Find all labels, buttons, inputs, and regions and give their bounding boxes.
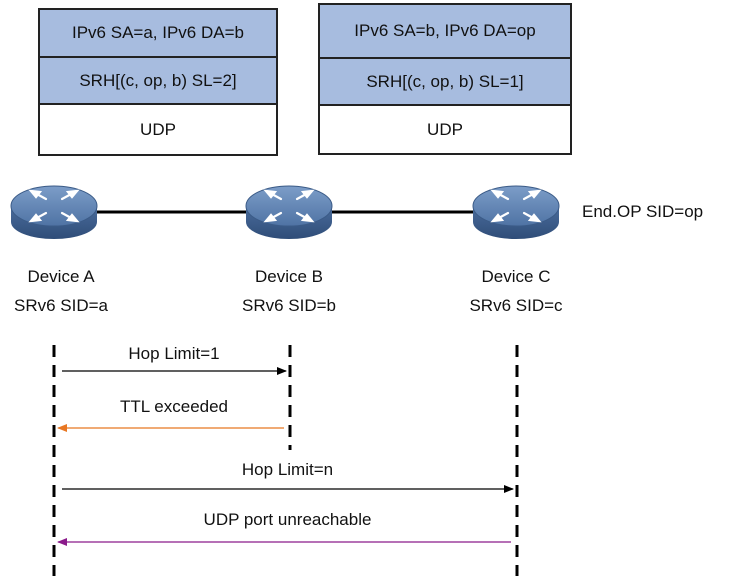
packet-stack-left: IPv6 SA=a, IPv6 DA=b SRH[(c, op, b) SL=2… <box>38 8 278 156</box>
router-icon-device-a <box>9 184 99 241</box>
device-b-sid: SRv6 SID=b <box>241 296 336 315</box>
end-op-sid-label: End.OP SID=op <box>582 202 704 221</box>
message-label-hop-limit-1: Hop Limit=1 <box>128 344 220 363</box>
device-b-name: Device B <box>254 267 324 286</box>
device-a-label: Device A SRv6 SID=a <box>0 266 146 317</box>
message-label-udp-unreachable: UDP port unreachable <box>203 510 372 529</box>
udp-header-left: UDP <box>40 105 276 154</box>
srh-header-left: SRH[(c, op, b) SL=2] <box>40 58 276 105</box>
message-label-ttl-exceeded: TTL exceeded <box>119 397 229 416</box>
device-c-label: Device C SRv6 SID=c <box>431 266 601 317</box>
device-c-name: Device C <box>481 267 551 286</box>
udp-header-right: UDP <box>320 106 570 153</box>
device-c-sid: SRv6 SID=c <box>469 296 563 315</box>
device-a-name: Device A <box>27 267 95 286</box>
router-icon-device-c <box>471 184 561 241</box>
device-b-label: Device B SRv6 SID=b <box>204 266 374 317</box>
device-a-sid: SRv6 SID=a <box>13 296 108 315</box>
message-label-hop-limit-n: Hop Limit=n <box>241 460 334 479</box>
packet-stack-right: IPv6 SA=b, IPv6 DA=op SRH[(c, op, b) SL=… <box>318 3 572 155</box>
ipv6-header-right: IPv6 SA=b, IPv6 DA=op <box>320 5 570 59</box>
srh-header-right: SRH[(c, op, b) SL=1] <box>320 59 570 106</box>
ipv6-header-left: IPv6 SA=a, IPv6 DA=b <box>40 10 276 58</box>
router-icon-device-b <box>244 184 334 241</box>
